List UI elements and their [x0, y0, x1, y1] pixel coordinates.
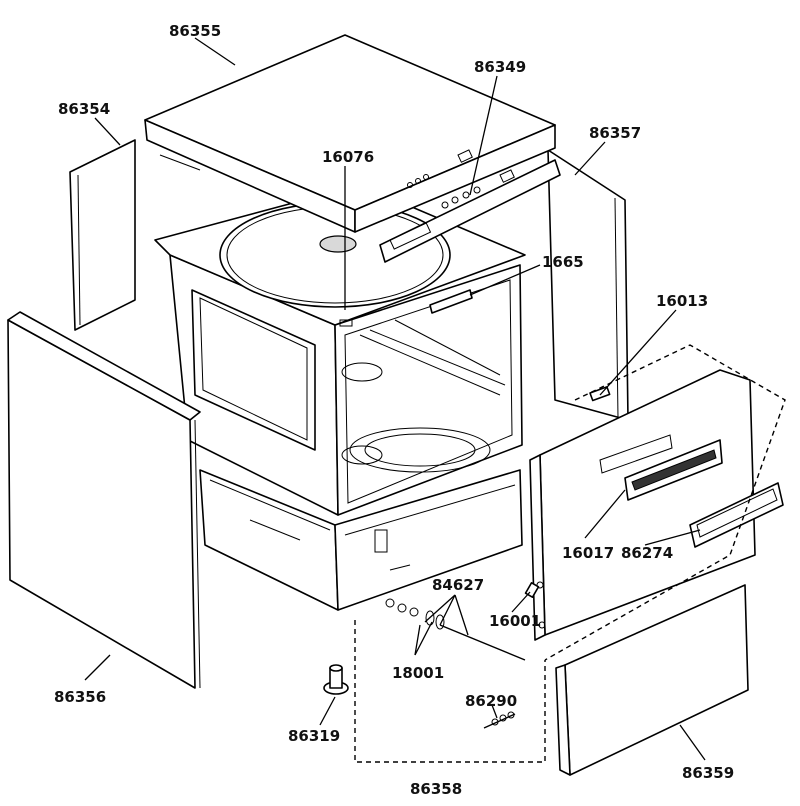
label-86290: 86290: [465, 692, 517, 710]
part-86357-right-side-panel: [547, 149, 629, 421]
label-16017: 16017: [562, 544, 614, 562]
label-86356: 86356: [54, 688, 106, 706]
part-86290-screw-kit: [483, 711, 516, 729]
part-86319-leveling-foot: [323, 664, 349, 695]
label-16013: 16013: [656, 292, 708, 310]
part-86356-left-side-panel: [7, 311, 201, 689]
label-86358: 86358: [410, 780, 462, 798]
label-84627: 84627: [432, 576, 484, 594]
cabinet-body: [154, 184, 526, 516]
part-86355-top-lid: [144, 34, 556, 233]
label-86274: 86274: [621, 544, 673, 562]
part-labels: 86355 86349 86354 86357 16076 1665 16013…: [54, 22, 734, 798]
label-86355: 86355: [169, 22, 221, 40]
part-86354-left-rear-panel: [69, 139, 136, 331]
label-86357: 86357: [589, 124, 641, 142]
label-16076: 16076: [322, 148, 374, 166]
cabinet-base: [199, 469, 523, 611]
part-1665-bracket: [429, 289, 473, 314]
leader-lines: [84, 37, 706, 761]
label-18001: 18001: [392, 664, 444, 682]
door-panel: [529, 369, 784, 641]
part-86349-control-panel: [379, 149, 561, 263]
label-86319: 86319: [288, 727, 340, 745]
part-86358-hinge-kit-outline: [354, 344, 786, 763]
label-86359: 86359: [682, 764, 734, 782]
label-16001: 16001: [489, 612, 541, 630]
label-86354: 86354: [58, 100, 110, 118]
part-84627-hinge-rod-washers: [385, 598, 526, 661]
label-86349: 86349: [474, 58, 526, 76]
part-86359-kick-plate: [555, 584, 749, 776]
label-1665: 1665: [542, 253, 584, 271]
